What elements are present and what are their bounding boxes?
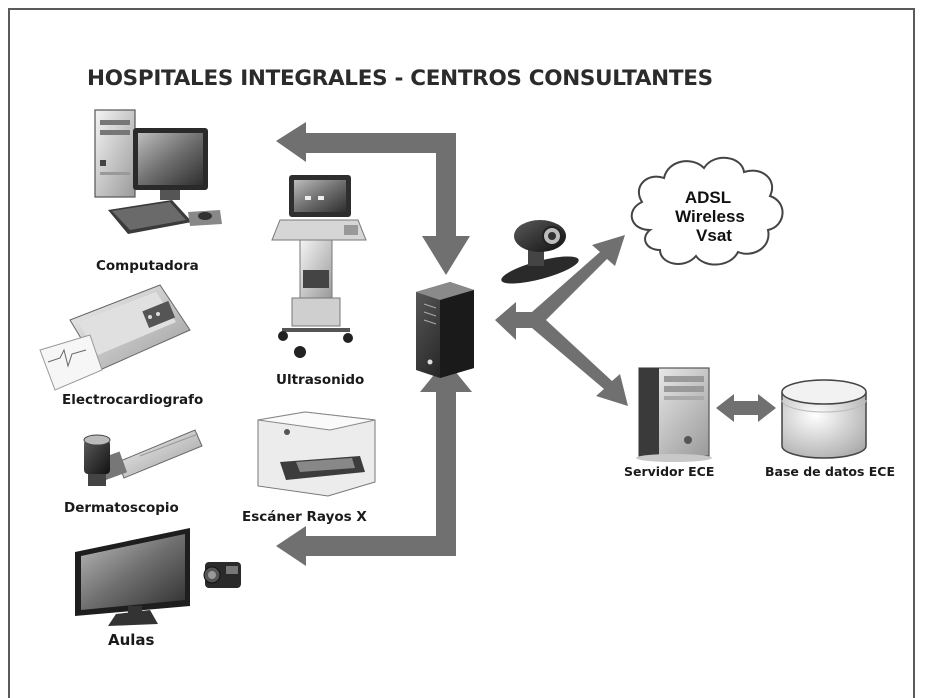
computer-icon <box>94 109 222 234</box>
cloud-label-wireless: Wireless <box>675 207 745 226</box>
label-escaner: Escáner Rayos X <box>242 509 367 525</box>
arrow-top-bracket <box>276 122 470 275</box>
arrow-y-branch <box>495 235 628 406</box>
cloud-label-vsat: Vsat <box>696 226 732 245</box>
label-electrocardiografo: Electrocardiografo <box>62 392 204 408</box>
dermatoscope-icon <box>83 429 203 486</box>
network-cloud-icon <box>630 157 784 266</box>
xray-scanner-icon <box>257 411 376 497</box>
label-aulas: Aulas <box>108 631 155 649</box>
arrow-bottom-bracket <box>276 360 472 566</box>
label-servidor-ece: Servidor ECE <box>624 464 715 479</box>
video-camera-icon <box>501 220 579 284</box>
database-icon <box>781 379 867 459</box>
ultrasound-machine-icon <box>271 175 367 358</box>
central-server-icon <box>416 282 474 378</box>
label-ultrasonido: Ultrasonido <box>276 372 365 388</box>
label-computadora: Computadora <box>96 258 199 274</box>
diagram-title: HOSPITALES INTEGRALES - CENTROS CONSULTA… <box>87 66 713 91</box>
label-dermatoscopio: Dermatoscopio <box>64 500 179 516</box>
ece-server-icon <box>636 367 712 462</box>
monitor-icon <box>75 528 190 626</box>
cloud-label-adsl: ADSL <box>684 188 732 207</box>
arrow-server-database <box>716 394 776 422</box>
label-base-datos-ece: Base de datos ECE <box>765 464 895 479</box>
camcorder-icon <box>203 562 241 588</box>
electrocardiograph-icon <box>39 284 191 391</box>
